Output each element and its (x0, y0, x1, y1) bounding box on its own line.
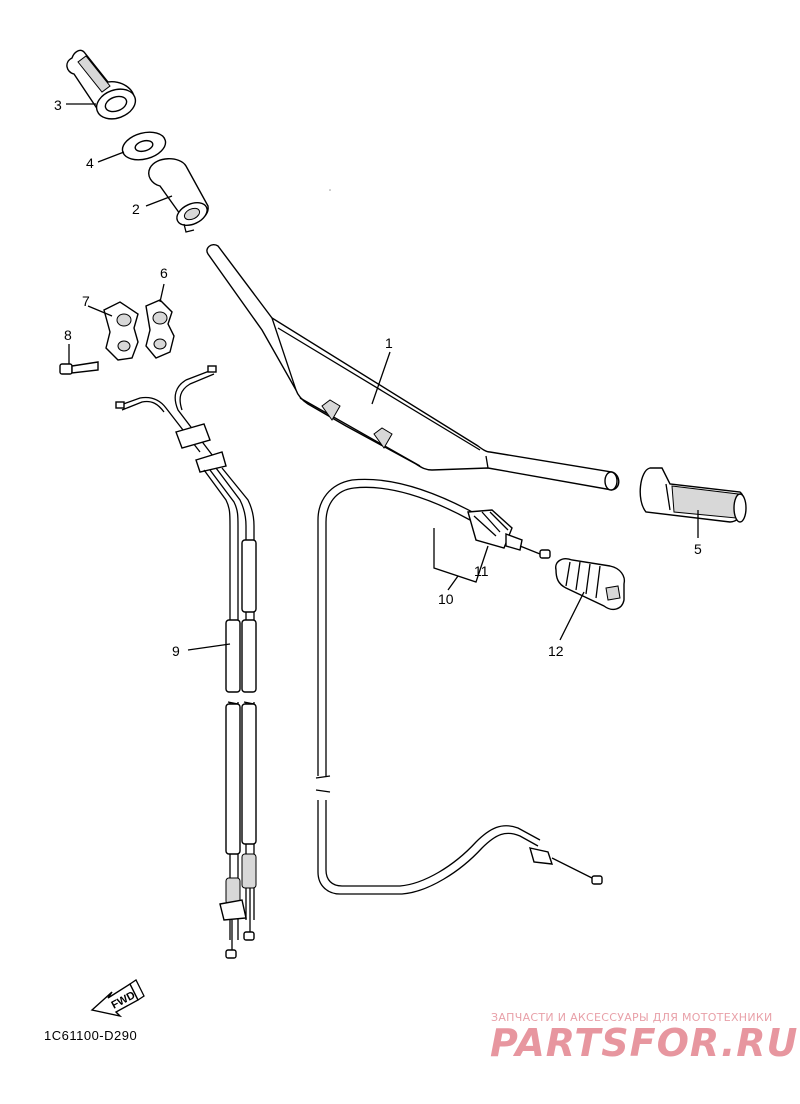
handlebar-part[interactable] (206, 244, 620, 491)
holder-upper-part[interactable] (145, 299, 175, 359)
callout-1: 1 (385, 335, 393, 351)
callout-8: 8 (64, 327, 72, 343)
callout-10: 10 (438, 591, 454, 607)
callout-4: 4 (86, 155, 94, 171)
callout-2: 2 (132, 201, 140, 217)
washer-part[interactable] (119, 128, 168, 165)
callout-11: 11 (474, 563, 489, 579)
callout-6: 6 (160, 265, 168, 281)
grip-right-part[interactable] (639, 467, 747, 523)
watermark-tagline: ЗАПЧАСТИ И АКСЕССУАРЫ ДЛЯ МОТОТЕХНИКИ (491, 1011, 773, 1024)
grip-left-part[interactable] (66, 49, 140, 124)
callout-7: 7 (82, 293, 90, 309)
callout-9: 9 (172, 643, 180, 659)
throttle-tube-part[interactable] (148, 158, 211, 233)
diagram-code: 1C61100-D290 (44, 1028, 137, 1043)
watermark-brand: PARTSFOR.RU (490, 1021, 798, 1065)
forward-arrow-icon: FWD (90, 979, 145, 1018)
stray-dot (329, 189, 331, 191)
callout-5: 5 (694, 541, 702, 557)
watermark: ЗАПЧАСТИ И АКСЕССУАРЫ ДЛЯ МОТОТЕХНИКИ PA… (490, 1011, 798, 1065)
lever-cover-part[interactable] (555, 558, 626, 611)
throttle-cable-part[interactable] (115, 365, 258, 959)
clutch-cable-part[interactable] (314, 478, 603, 895)
leader-lines (66, 103, 699, 651)
holder-lower-part[interactable] (103, 301, 139, 361)
callout-3: 3 (54, 97, 62, 113)
callout-12: 12 (548, 643, 564, 659)
callout-labels: 1 2 3 4 5 6 7 8 9 10 11 12 (54, 97, 702, 659)
bolt-part[interactable] (59, 361, 99, 375)
